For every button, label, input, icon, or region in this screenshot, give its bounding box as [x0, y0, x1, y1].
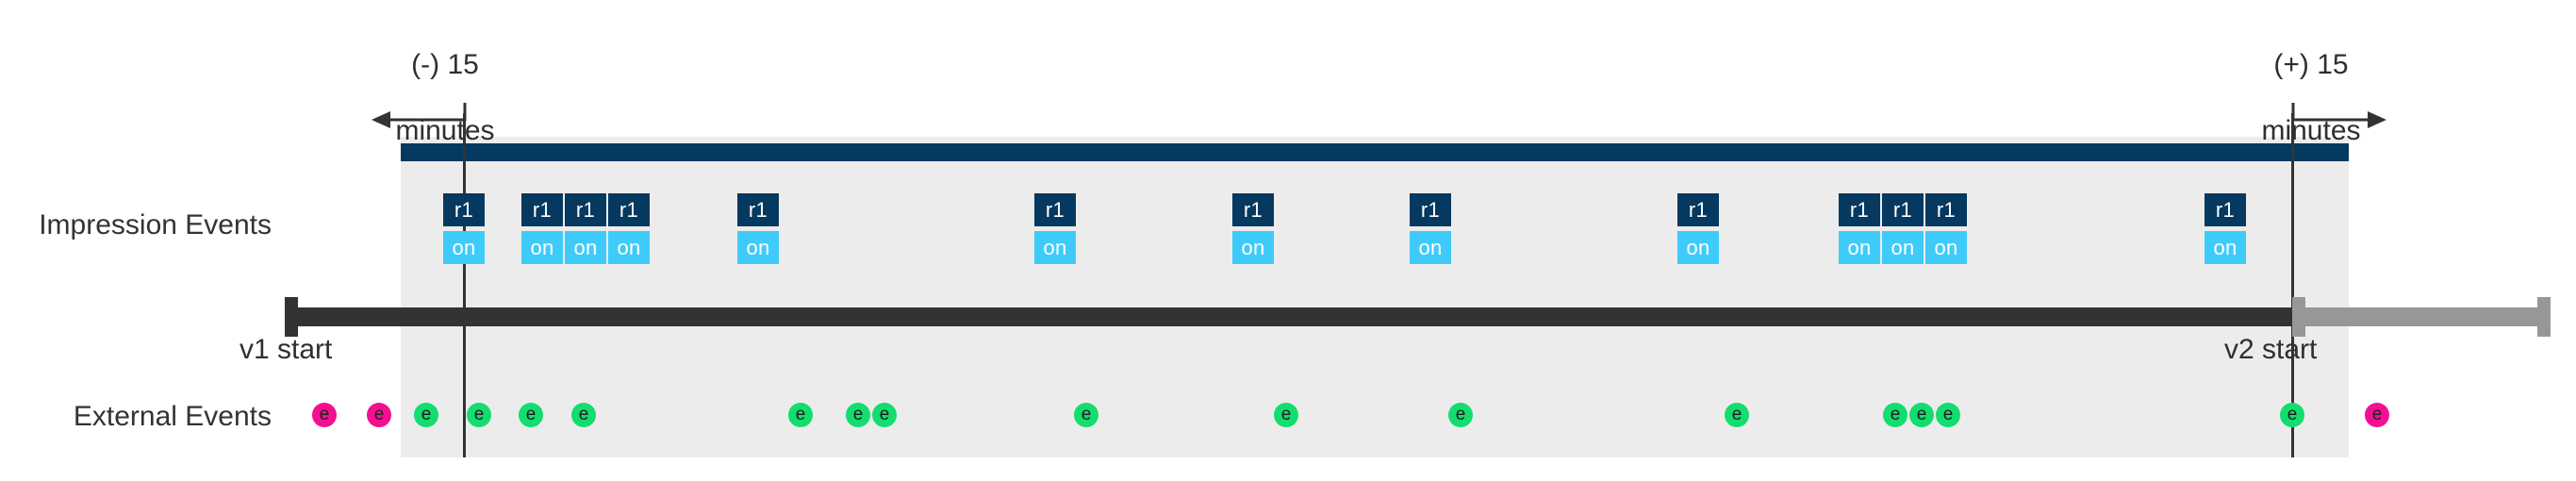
- external-event-dot-0[interactable]: e: [312, 403, 337, 427]
- external-event-dot-12[interactable]: e: [1725, 403, 1749, 427]
- plus-15-line1: (+) 15: [2273, 49, 2349, 80]
- impression-badge-ruleset: r1: [565, 193, 606, 226]
- impression-rail: [401, 143, 2349, 161]
- v2-end-cap: [2537, 297, 2551, 337]
- v1-start-cap: [285, 297, 298, 337]
- impression-event-11[interactable]: r1 on: [1925, 193, 1967, 264]
- window-end-guide: [2291, 113, 2294, 457]
- external-event-dot-8[interactable]: e: [872, 403, 897, 427]
- external-event-dot-10[interactable]: e: [1274, 403, 1298, 427]
- impression-badge-ruleset: r1: [1677, 193, 1719, 226]
- external-event-dot-4[interactable]: e: [519, 403, 543, 427]
- external-event-dot-15[interactable]: e: [1936, 403, 1960, 427]
- external-event-dot-16[interactable]: e: [2280, 403, 2304, 427]
- impression-badge-state: on: [2204, 231, 2246, 264]
- impression-badge-ruleset: r1: [2204, 193, 2246, 226]
- impression-badge-ruleset: r1: [443, 193, 485, 226]
- window-start-guide: [463, 113, 466, 457]
- impression-event-8[interactable]: r1 on: [1677, 193, 1719, 264]
- attribution-window-band: [401, 137, 2349, 457]
- impression-event-3[interactable]: r1 on: [608, 193, 650, 264]
- impression-event-5[interactable]: r1 on: [1034, 193, 1076, 264]
- external-event-dot-6[interactable]: e: [788, 403, 813, 427]
- impression-badge-state: on: [565, 231, 606, 264]
- arrow-right-icon: [2291, 103, 2386, 128]
- impression-badge-ruleset: r1: [1839, 193, 1880, 226]
- impression-badge-state: on: [1925, 231, 1967, 264]
- impression-event-2[interactable]: r1 on: [565, 193, 606, 264]
- external-event-dot-11[interactable]: e: [1448, 403, 1473, 427]
- impression-event-7[interactable]: r1 on: [1410, 193, 1451, 264]
- impression-badge-ruleset: r1: [1925, 193, 1967, 226]
- external-event-dot-17[interactable]: e: [2365, 403, 2389, 427]
- external-event-dot-1[interactable]: e: [367, 403, 391, 427]
- impression-badge-state: on: [1410, 231, 1451, 264]
- v1-timeline-bar: [285, 307, 2292, 326]
- impression-badge-ruleset: r1: [1232, 193, 1274, 226]
- impression-badge-state: on: [521, 231, 563, 264]
- impression-badge-ruleset: r1: [1034, 193, 1076, 226]
- impression-badge-state: on: [737, 231, 779, 264]
- v2-start-cap: [2292, 297, 2305, 337]
- row-label-impression-events: Impression Events: [39, 209, 272, 240]
- external-event-dot-9[interactable]: e: [1074, 403, 1098, 427]
- arrow-left-icon: [372, 103, 467, 128]
- v2-timeline-bar: [2292, 307, 2551, 326]
- impression-event-12[interactable]: r1 on: [2204, 193, 2246, 264]
- impression-event-10[interactable]: r1 on: [1882, 193, 1924, 264]
- impression-badge-state: on: [1677, 231, 1719, 264]
- impression-badge-ruleset: r1: [1882, 193, 1924, 226]
- impression-badge-ruleset: r1: [521, 193, 563, 226]
- impression-badge-state: on: [1232, 231, 1274, 264]
- impression-badge-state: on: [1839, 231, 1880, 264]
- impression-badge-ruleset: r1: [1410, 193, 1451, 226]
- minus-15-line1: (-) 15: [411, 49, 479, 80]
- external-event-dot-3[interactable]: e: [467, 403, 491, 427]
- impression-badge-ruleset: r1: [737, 193, 779, 226]
- external-event-dot-7[interactable]: e: [846, 403, 870, 427]
- external-event-dot-5[interactable]: e: [571, 403, 596, 427]
- row-label-external-events: External Events: [73, 401, 272, 432]
- v1-start-label: v1 start: [239, 334, 333, 365]
- impression-badge-state: on: [1882, 231, 1924, 264]
- impression-event-6[interactable]: r1 on: [1232, 193, 1274, 264]
- v2-start-label: v2 start: [2224, 334, 2318, 365]
- impression-badge-ruleset: r1: [608, 193, 650, 226]
- impression-event-1[interactable]: r1 on: [521, 193, 563, 264]
- impression-badge-state: on: [1034, 231, 1076, 264]
- impression-event-0[interactable]: r1 on: [443, 193, 485, 264]
- impression-badge-state: on: [443, 231, 485, 264]
- external-event-dot-14[interactable]: e: [1909, 403, 1934, 427]
- impression-badge-state: on: [608, 231, 650, 264]
- external-event-dot-2[interactable]: e: [414, 403, 438, 427]
- impression-event-9[interactable]: r1 on: [1839, 193, 1880, 264]
- external-event-dot-13[interactable]: e: [1883, 403, 1907, 427]
- impression-event-4[interactable]: r1 on: [737, 193, 779, 264]
